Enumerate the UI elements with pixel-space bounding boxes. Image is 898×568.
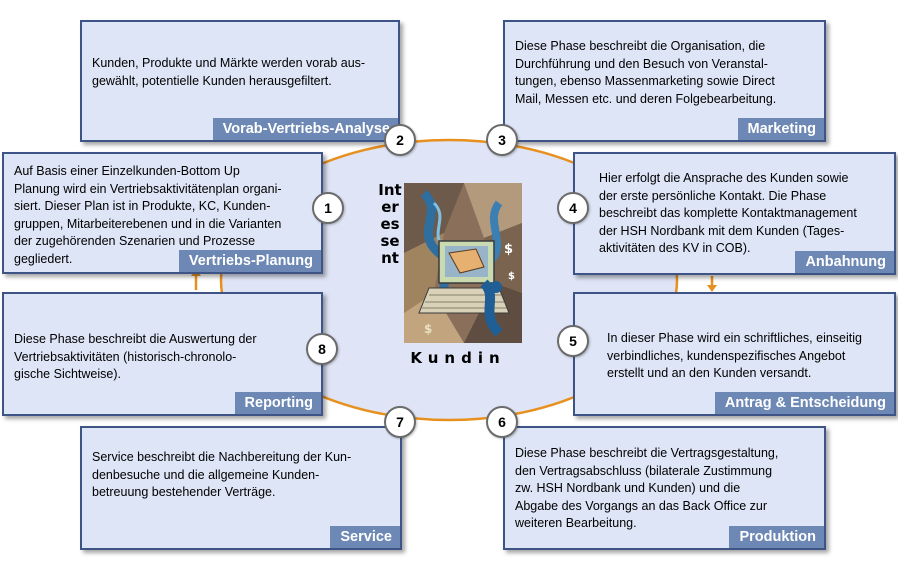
phase-description: Hier erfolgt die Ansprache des Kunden so… bbox=[599, 171, 857, 255]
phase-description: Diese Phase beschreibt die Organisation,… bbox=[515, 39, 777, 106]
phase-box-anbahnung: Hier erfolgt die Ansprache des Kunden so… bbox=[573, 152, 896, 275]
phase-box-vertriebs-planung: Auf Basis einer Einzelkunden-Bottom Up P… bbox=[2, 152, 323, 274]
phase-number-8: 8 bbox=[306, 333, 338, 365]
phase-number-3: 3 bbox=[486, 124, 518, 156]
phase-number-1: 1 bbox=[312, 192, 344, 224]
phase-number-2: 2 bbox=[384, 124, 416, 156]
phase-description: Service beschreibt die Nachbereitung der… bbox=[92, 450, 352, 499]
phase-number-7: 7 bbox=[384, 406, 416, 438]
center-horizontal-text: Kundin bbox=[410, 349, 506, 367]
phase-label: Marketing bbox=[737, 118, 824, 140]
phase-box-marketing: Diese Phase beschreibt die Organisation,… bbox=[503, 20, 826, 142]
phase-box-reporting: Diese Phase beschreibt die Auswertung de… bbox=[2, 292, 323, 416]
phase-box-vorab-vertriebs-analyse: Kunden, Produkte und Märkte werden vorab… bbox=[80, 20, 400, 142]
phase-label: Service bbox=[330, 526, 400, 548]
phase-box-antrag-entscheidung: In dieser Phase wird ein schriftliches, … bbox=[573, 292, 896, 416]
phase-box-service: Service beschreibt die Nachbereitung der… bbox=[80, 426, 402, 550]
phase-label: Vorab-Vertriebs-Analyse bbox=[212, 118, 398, 140]
phase-label: Produktion bbox=[729, 526, 824, 548]
phase-label: Anbahnung bbox=[795, 251, 894, 273]
svg-text:$: $ bbox=[508, 271, 515, 282]
arrow-down-right bbox=[707, 285, 717, 292]
phase-number-6: 6 bbox=[486, 406, 518, 438]
svg-text:$: $ bbox=[424, 322, 432, 336]
customer-hand-money-illustration: $ $ $ bbox=[404, 183, 522, 343]
phase-label: Antrag & Entscheidung bbox=[714, 392, 894, 414]
phase-description: Diese Phase beschreibt die Vertragsgesta… bbox=[515, 446, 779, 530]
phase-description: In dieser Phase wird ein schriftliches, … bbox=[607, 331, 862, 380]
phase-number-5: 5 bbox=[557, 325, 589, 357]
phase-description: Diese Phase beschreibt die Auswertung de… bbox=[14, 332, 257, 381]
phase-description: Auf Basis einer Einzelkunden-Bottom Up P… bbox=[14, 164, 282, 266]
phase-box-produktion: Diese Phase beschreibt die Vertragsgesta… bbox=[503, 426, 826, 550]
phase-label: Reporting bbox=[234, 392, 321, 414]
phase-number-4: 4 bbox=[557, 192, 589, 224]
phase-label: Vertriebs-Planung bbox=[178, 250, 321, 272]
phase-description: Kunden, Produkte und Märkte werden vorab… bbox=[92, 56, 366, 88]
svg-text:$: $ bbox=[504, 242, 513, 257]
center-vertical-text: Interessent bbox=[378, 181, 402, 267]
